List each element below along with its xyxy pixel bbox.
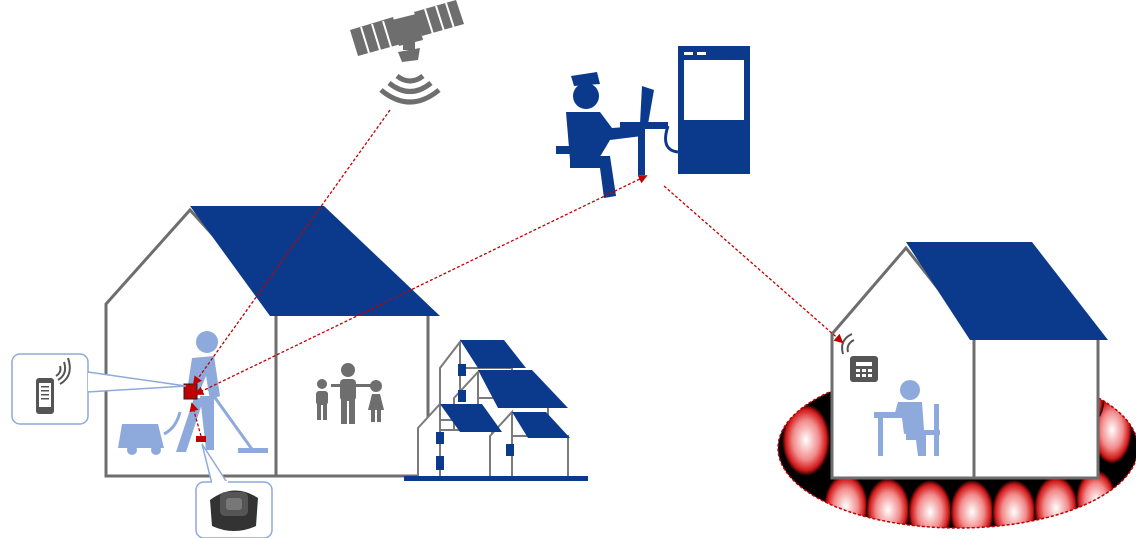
person-at-desk-icon xyxy=(874,380,940,456)
smartphone-icon xyxy=(36,357,71,414)
wearer-to-monitoring-center xyxy=(194,175,648,395)
smartphone-callout xyxy=(11,353,187,425)
monitoring-center-to-protected-house xyxy=(663,185,844,344)
ankle-monitor-callout xyxy=(195,443,273,538)
neighborhood-houses-icon xyxy=(404,339,588,481)
monitoring-officer-icon xyxy=(556,72,668,198)
satellite-icon xyxy=(350,0,464,62)
server-icon xyxy=(664,46,750,174)
signal-waves-icon xyxy=(379,73,441,105)
ankle-monitor-icon xyxy=(210,490,258,531)
home-phone-icon xyxy=(841,333,878,382)
ankle-monitor-to-wearer xyxy=(189,402,202,437)
